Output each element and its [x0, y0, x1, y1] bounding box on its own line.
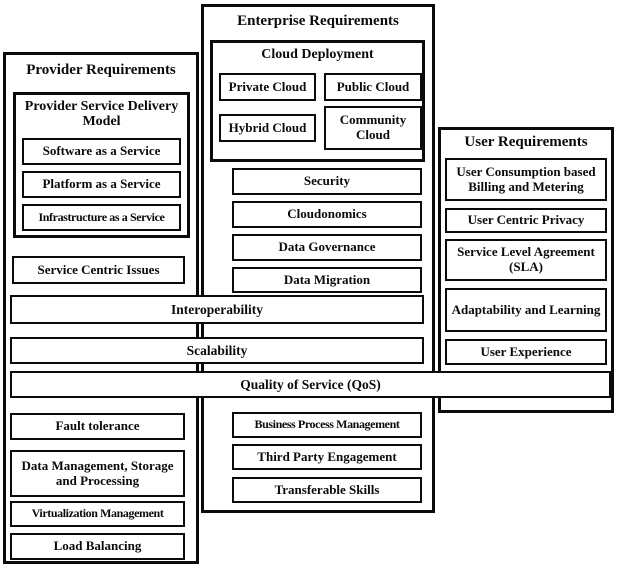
interoperability-bar: Interoperability	[10, 295, 424, 324]
quality-of-service-bar: Quality of Service (QoS)	[10, 371, 611, 398]
provider-service-delivery-model-title: Provider Service Delivery Model	[24, 99, 179, 130]
third-party-engagement-box: Third Party Engagement	[232, 444, 422, 470]
data-management-storage-processing-box: Data Management, Storage and Processing	[10, 450, 185, 497]
user-centric-privacy-box: User Centric Privacy	[445, 208, 607, 233]
adaptability-learning-box: Adaptability and Learning	[445, 288, 607, 332]
platform-as-a-service-box: Platform as a Service	[22, 171, 181, 198]
business-process-management-box: Business Process Management	[232, 412, 422, 438]
data-migration-box: Data Migration	[232, 267, 422, 293]
service-level-agreement-box: Service Level Agreement (SLA)	[445, 239, 607, 281]
user-consumption-billing-metering-box: User Consumption based Billing and Meter…	[445, 158, 607, 201]
infrastructure-as-a-service-box: Infrastructure as a Service	[22, 204, 181, 231]
provider-requirements-title: Provider Requirements	[26, 62, 176, 78]
hybrid-cloud-box: Hybrid Cloud	[219, 114, 316, 142]
cloudonomics-box: Cloudonomics	[232, 201, 422, 228]
software-as-a-service-box: Software as a Service	[22, 138, 181, 165]
user-requirements-title: User Requirements	[464, 134, 588, 150]
security-box: Security	[232, 168, 422, 195]
public-cloud-box: Public Cloud	[324, 73, 422, 101]
enterprise-requirements-title: Enterprise Requirements	[237, 13, 399, 29]
data-governance-box: Data Governance	[232, 234, 422, 261]
fault-tolerance-box: Fault tolerance	[10, 413, 185, 440]
transferable-skills-box: Transferable Skills	[232, 477, 422, 503]
private-cloud-box: Private Cloud	[219, 73, 316, 101]
community-cloud-box: Community Cloud	[324, 106, 422, 150]
scalability-bar: Scalability	[10, 337, 424, 364]
service-centric-issues-box: Service Centric Issues	[12, 256, 185, 284]
cloud-deployment-title: Cloud Deployment	[261, 47, 374, 62]
user-experience-box: User Experience	[445, 339, 607, 365]
load-balancing-box: Load Balancing	[10, 533, 185, 560]
virtualization-management-box: Virtualization Management	[10, 501, 185, 527]
